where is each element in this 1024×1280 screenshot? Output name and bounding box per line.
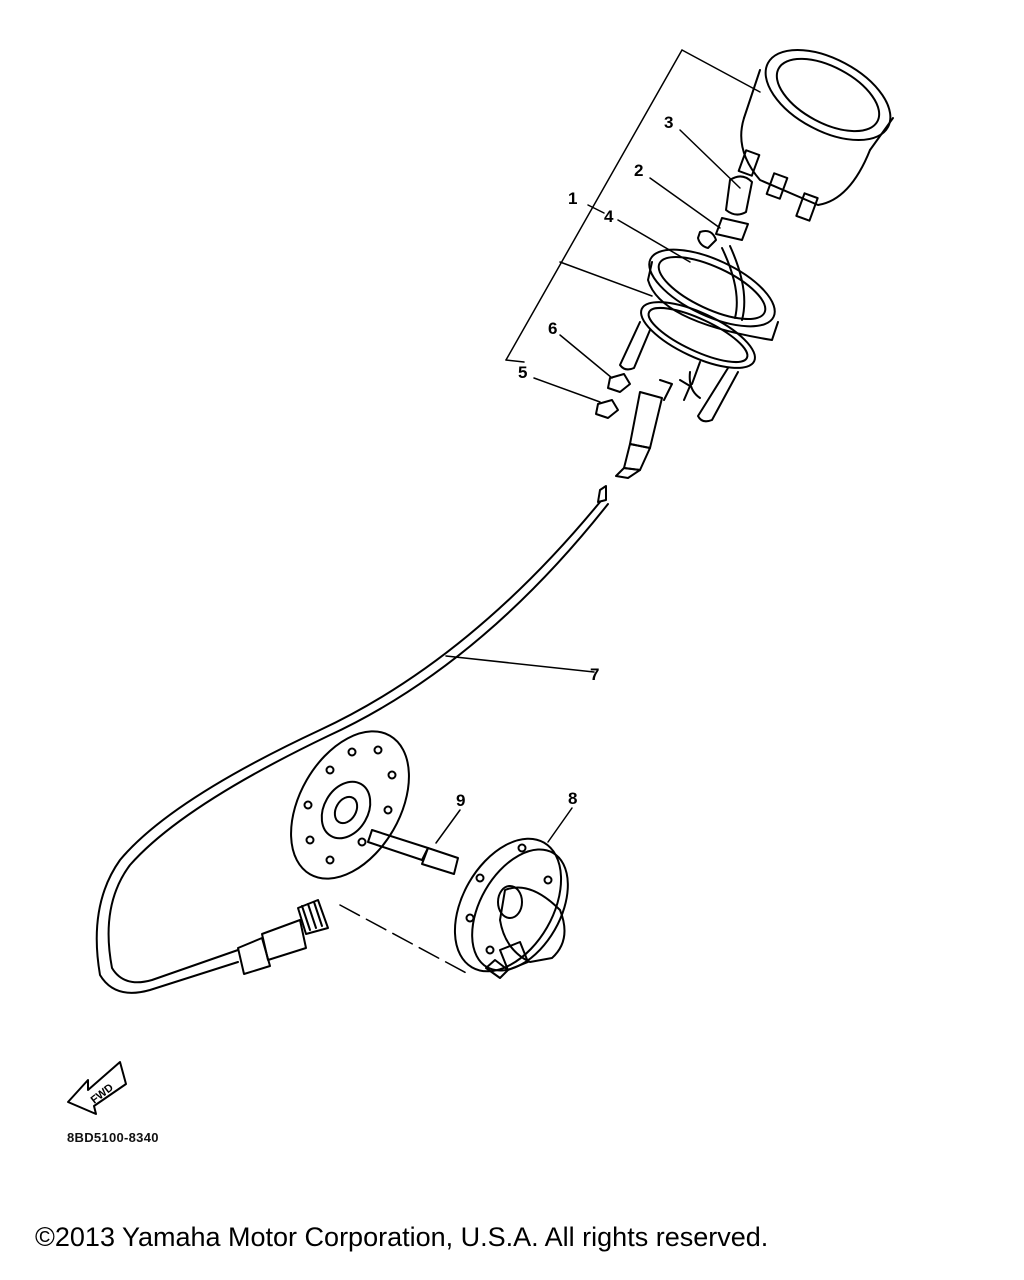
wheel-hub-disc: [290, 730, 410, 880]
speedometer-gear-unit: [453, 837, 569, 979]
leader-lines: [435, 129, 741, 844]
bulb-socket: [697, 175, 753, 249]
speedometer-meter: [737, 48, 894, 222]
fwd-arrow-icon: [67, 1061, 127, 1115]
callout-4: 4: [604, 207, 614, 226]
drive-shaft: [367, 829, 459, 875]
callout-9: 9: [456, 791, 465, 810]
damper-ring: [647, 245, 779, 341]
cable-upper-fitting: [615, 379, 691, 479]
nut-part-5: [595, 399, 619, 419]
callout-labels: 1 2 3 4 5 6 7 8 9 FWD: [89, 113, 674, 1106]
callout-bracket-lines: [505, 49, 761, 363]
nut-part-6: [607, 373, 631, 393]
callout-6: 6: [548, 319, 557, 338]
callout-8: 8: [568, 789, 577, 808]
speedometer-cable: [95, 501, 609, 994]
callout-2: 2: [634, 161, 643, 180]
assembly-guide-lines: [339, 904, 471, 976]
copyright-notice: ©2013 Yamaha Motor Corporation, U.S.A. A…: [35, 1222, 769, 1252]
meter-bracket: [619, 301, 756, 423]
callout-3: 3: [664, 113, 673, 132]
diagram-part-number: 8BD5100-8340: [67, 1130, 159, 1145]
callout-5: 5: [518, 363, 527, 382]
callout-7: 7: [590, 665, 599, 684]
callout-1: 1: [568, 189, 577, 208]
cable-tip: [597, 485, 607, 503]
cable-lower-fitting: [237, 899, 329, 975]
